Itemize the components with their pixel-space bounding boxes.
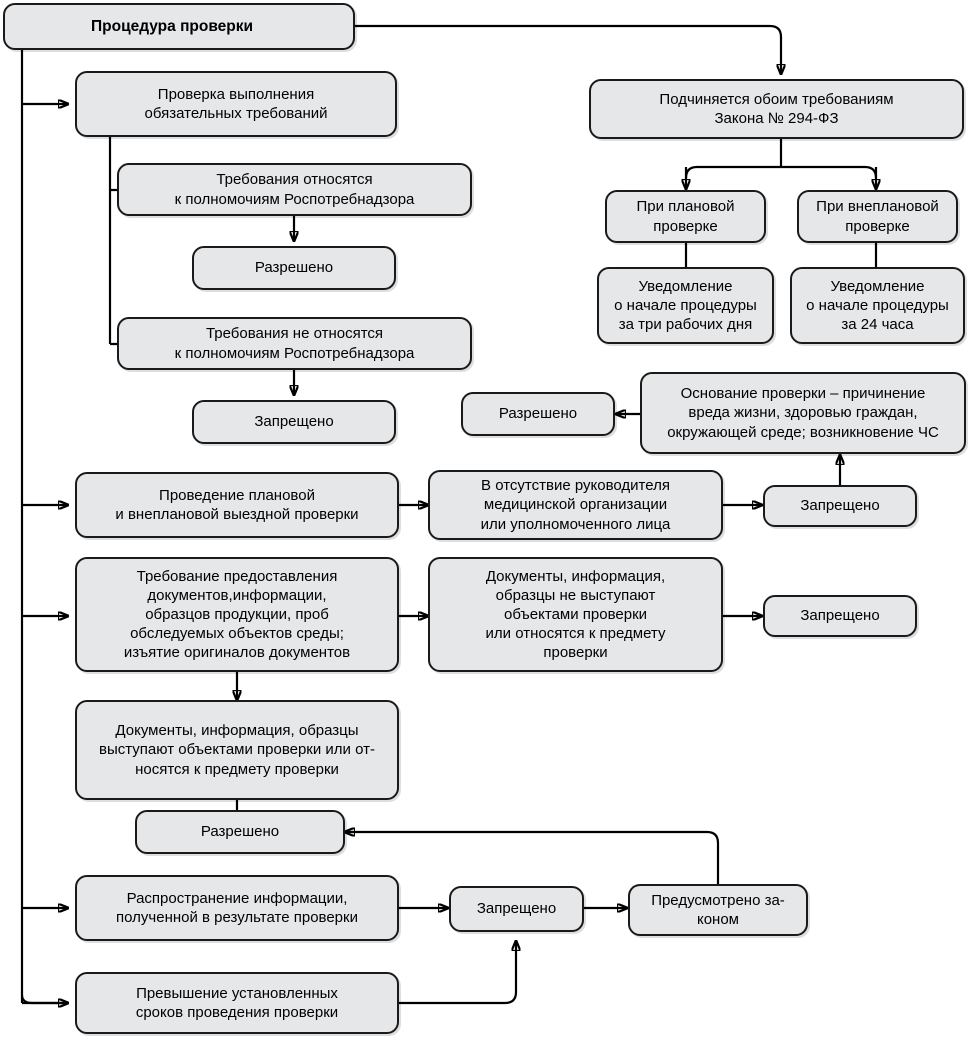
node-conduct-checks[interactable]: Проведение плановой и внеплановой выездн… bbox=[75, 472, 399, 538]
node-basis-of-check[interactable]: Основание проверки – причинение вреда жи… bbox=[640, 372, 966, 454]
wire-split-bar bbox=[684, 165, 878, 179]
node-demand-documents[interactable]: Требование предоставления документов,инф… bbox=[75, 557, 399, 672]
node-unplanned-check[interactable]: При внеплановой проверке bbox=[797, 190, 958, 243]
node-forbidden-1-label: Запрещено bbox=[254, 413, 334, 431]
wire-spine-curve-bottom bbox=[20, 994, 68, 1005]
node-allowed-2[interactable]: Разрешено bbox=[461, 392, 615, 436]
node-spread-info[interactable]: Распространение информации, полученной в… bbox=[75, 875, 399, 941]
node-absence-of-head-label: В отсутствие руководителя медицинской ор… bbox=[480, 477, 671, 533]
node-planned-check[interactable]: При плановой проверке bbox=[605, 190, 766, 243]
node-docs-not-objects[interactable]: Документы, информация, образцы не выступ… bbox=[428, 557, 723, 672]
node-forbidden-3[interactable]: Запрещено bbox=[763, 595, 917, 637]
node-subject-both-label: Подчиняется обоим требованиям Закона № 2… bbox=[659, 90, 894, 127]
node-notice-three-days-label: Уведомление о начале процедуры за три ра… bbox=[614, 277, 757, 334]
node-check-fulfillment-label: Проверка выполнения обязательных требова… bbox=[144, 85, 328, 122]
node-allowed-3[interactable]: Разрешено bbox=[135, 810, 345, 854]
node-absence-of-head[interactable]: В отсутствие руководителя медицинской ор… bbox=[428, 470, 723, 540]
wire-exceed-to-forbidden4 bbox=[399, 941, 516, 1005]
node-forbidden-1[interactable]: Запрещено bbox=[192, 400, 396, 444]
node-allowed-1-label: Разрешено bbox=[254, 259, 334, 277]
node-provided-by-law-label: Предусмотрено за- коном bbox=[651, 891, 785, 928]
node-requirements-not-belong[interactable]: Требования не относятся к полномочиям Ро… bbox=[117, 317, 472, 370]
node-notice-24-hours-label: Уведомление о начале процедуры за 24 час… bbox=[806, 277, 949, 334]
node-requirements-not-belong-label: Требования не относятся к полномочиям Ро… bbox=[174, 325, 415, 362]
node-forbidden-4[interactable]: Запрещено bbox=[449, 886, 584, 932]
node-exceed-terms[interactable]: Превышение установленных сроков проведен… bbox=[75, 972, 399, 1034]
node-basis-of-check-label: Основание проверки – причинение вреда жи… bbox=[667, 385, 939, 441]
node-docs-are-objects[interactable]: Документы, информация, образцы выступают… bbox=[75, 700, 399, 800]
wire-title-to-subject-both bbox=[355, 24, 781, 74]
node-allowed-2-label: Разрешено bbox=[498, 405, 578, 423]
node-requirements-belong[interactable]: Требования относятся к полномочиям Роспо… bbox=[117, 163, 472, 216]
node-notice-24-hours[interactable]: Уведомление о начале процедуры за 24 час… bbox=[790, 267, 965, 344]
node-title-label: Процедура проверки bbox=[91, 17, 254, 35]
node-planned-check-label: При плановой проверке bbox=[636, 198, 735, 235]
node-forbidden-3-label: Запрещено bbox=[800, 607, 880, 625]
node-allowed-3-label: Разрешено bbox=[200, 823, 280, 841]
node-title[interactable]: Процедура проверки bbox=[3, 3, 355, 50]
node-check-fulfillment[interactable]: Проверка выполнения обязательных требова… bbox=[75, 71, 397, 137]
node-unplanned-check-label: При внеплановой проверке bbox=[816, 198, 939, 235]
wire-law-to-allowed3 bbox=[345, 832, 720, 884]
node-allowed-1[interactable]: Разрешено bbox=[192, 246, 396, 290]
node-demand-documents-label: Требование предоставления документов,инф… bbox=[123, 567, 351, 662]
node-forbidden-2-label: Запрещено bbox=[800, 497, 880, 515]
node-forbidden-4-label: Запрещено bbox=[476, 900, 557, 918]
node-docs-are-objects-label: Документы, информация, образцы выступают… bbox=[99, 722, 375, 778]
node-spread-info-label: Распространение информации, полученной в… bbox=[116, 889, 358, 926]
node-notice-three-days[interactable]: Уведомление о начале процедуры за три ра… bbox=[597, 267, 774, 344]
node-provided-by-law[interactable]: Предусмотрено за- коном bbox=[628, 884, 808, 936]
node-requirements-belong-label: Требования относятся к полномочиям Роспо… bbox=[174, 171, 415, 208]
node-subject-both[interactable]: Подчиняется обоим требованиям Закона № 2… bbox=[589, 79, 964, 139]
node-conduct-checks-label: Проведение плановой и внеплановой выездн… bbox=[115, 486, 359, 523]
node-docs-not-objects-label: Документы, информация, образцы не выступ… bbox=[485, 567, 666, 662]
node-forbidden-2[interactable]: Запрещено bbox=[763, 485, 917, 527]
node-exceed-terms-label: Превышение установленных сроков проведен… bbox=[135, 984, 339, 1021]
